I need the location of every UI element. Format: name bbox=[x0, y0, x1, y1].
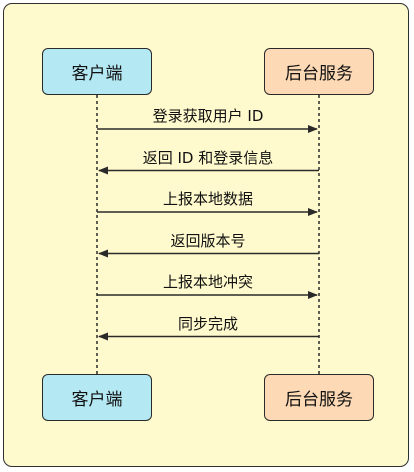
message-label-5: 上报本地冲突 bbox=[162, 273, 254, 291]
client-label: 客户端 bbox=[71, 64, 123, 84]
server-participant-top: 后台服务 bbox=[264, 48, 374, 95]
message-label-3: 上报本地数据 bbox=[162, 190, 254, 208]
message-label-1: 登录获取用户 ID bbox=[152, 107, 264, 125]
server-label: 后台服务 bbox=[285, 390, 353, 410]
server-label: 后台服务 bbox=[285, 64, 353, 84]
message-label-6: 同步完成 bbox=[177, 314, 239, 333]
client-participant-bottom: 客户端 bbox=[42, 374, 152, 421]
server-participant-bottom: 后台服务 bbox=[264, 374, 374, 421]
client-label: 客户端 bbox=[71, 390, 123, 410]
message-label-4: 返回版本号 bbox=[170, 231, 246, 250]
message-label-2: 返回 ID 和登录信息 bbox=[142, 148, 274, 167]
client-participant-top: 客户端 bbox=[42, 48, 152, 95]
